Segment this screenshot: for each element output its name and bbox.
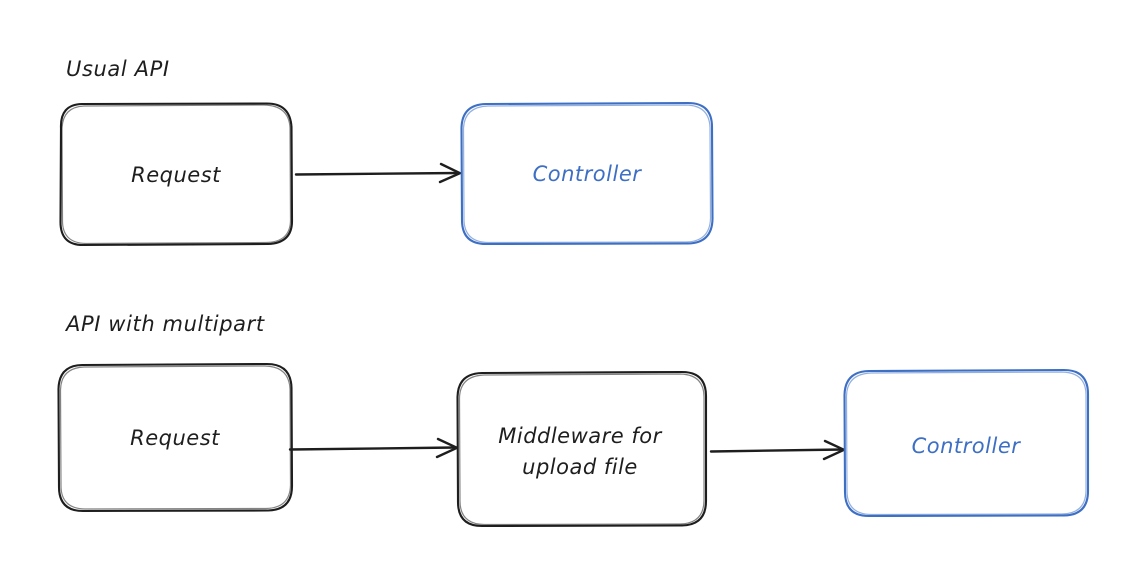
controller-node-shape-sketch-overlay (845, 371, 1087, 516)
section-api-with-multipart: API with multipart Request Middleware fo… (57, 312, 1090, 528)
arrow-3-line (709, 448, 845, 453)
controller-node-shape (843, 368, 1090, 518)
controller-node-shape-sketch-overlay (462, 104, 712, 244)
request-node-shape-sketch-overlay (61, 104, 292, 245)
arrow-request-to-controller (294, 162, 462, 184)
node-request-usual[interactable]: Request (59, 102, 294, 247)
request-node-label: Request (131, 163, 221, 187)
node-middleware[interactable]: Middleware for upload file (456, 370, 708, 528)
controller-node-label: Controller (912, 434, 1022, 458)
request-node-shape-sketch-overlay (59, 365, 292, 510)
node-request-multipart[interactable]: Request (57, 362, 294, 513)
node-controller-multipart[interactable]: Controller (843, 368, 1090, 518)
middleware-node-shape (456, 370, 708, 528)
arrow-request-to-middleware (288, 437, 459, 459)
middleware-node-label-line-2: upload file (522, 455, 638, 479)
section-usual-api: Usual API Request Controller (59, 57, 714, 247)
middleware-node-shape-sketch-overlay (458, 373, 705, 526)
arrow-1-head (438, 162, 462, 184)
request-node-shape (57, 362, 294, 513)
section-label-usual-api: Usual API (66, 57, 170, 81)
arrow-1-line (294, 171, 461, 176)
controller-node-label: Controller (533, 162, 643, 186)
arrow-2-line (288, 446, 458, 451)
arrow-middleware-to-controller (709, 439, 846, 461)
node-controller-usual[interactable]: Controller (460, 101, 714, 246)
controller-node-shape (460, 101, 714, 246)
request-node-label: Request (130, 426, 220, 450)
middleware-node-label-line-1: Middleware for (498, 424, 662, 448)
section-label-api-with-multipart: API with multipart (64, 312, 265, 336)
request-node-shape (59, 102, 294, 247)
